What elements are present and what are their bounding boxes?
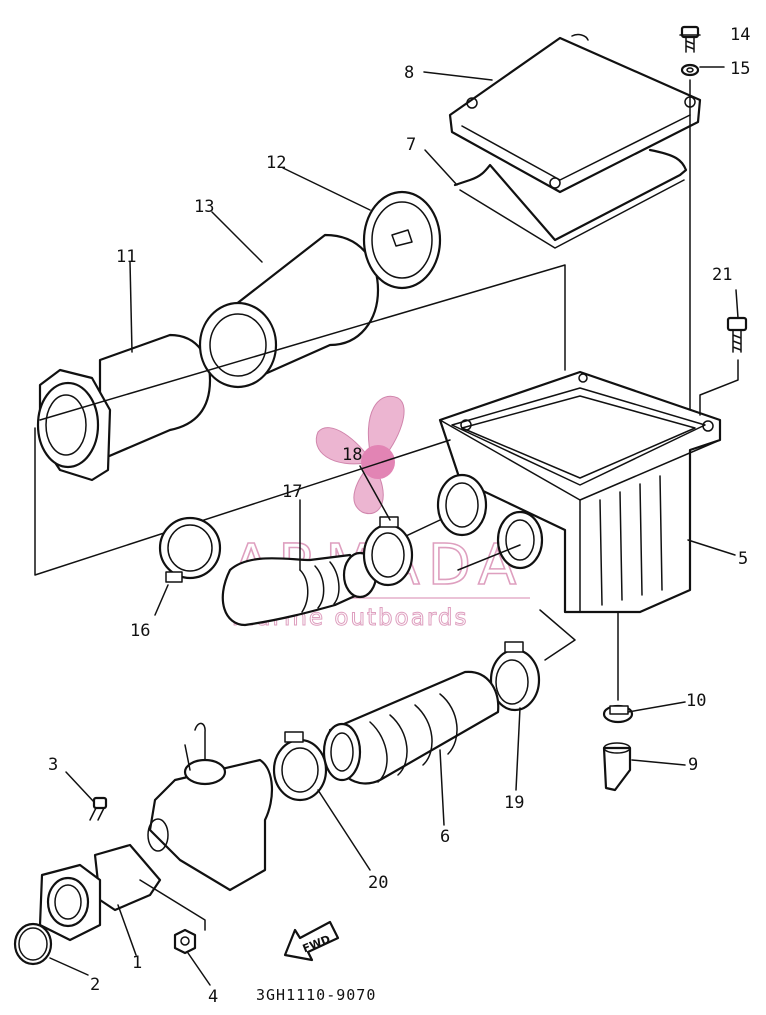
part-12-cap <box>362 190 442 290</box>
part-11-element-holder <box>36 333 212 482</box>
callout-5: 5 <box>738 549 748 569</box>
callout-8: 8 <box>404 63 414 83</box>
callout-1: 1 <box>132 953 142 973</box>
callout-21: 21 <box>712 265 732 285</box>
callout-13: 13 <box>194 197 214 217</box>
callout-17: 17 <box>282 482 302 502</box>
part-1-manifold <box>38 843 206 942</box>
carburetor <box>147 722 274 892</box>
callout-7: 7 <box>406 135 416 155</box>
part-3-bolt <box>89 796 108 821</box>
callout-16: 16 <box>130 621 150 641</box>
part-19-clamp <box>489 641 541 712</box>
callout-2: 2 <box>90 975 100 995</box>
part-6-duct <box>322 670 500 785</box>
callout-6: 6 <box>440 827 450 847</box>
callout-labels: 1 2 3 4 5 6 7 8 9 10 11 12 13 14 15 16 1… <box>48 25 750 1007</box>
callout-11: 11 <box>116 247 136 267</box>
part-15-washer <box>680 63 700 77</box>
part-8-cover <box>448 33 702 194</box>
callout-12: 12 <box>266 153 286 173</box>
part-9-drain-tube <box>602 742 632 792</box>
part-2-o-ring <box>13 922 53 966</box>
callout-3: 3 <box>48 755 58 775</box>
callout-20: 20 <box>368 873 388 893</box>
callout-9: 9 <box>688 755 698 775</box>
callout-4: 4 <box>208 987 218 1007</box>
callout-19: 19 <box>504 793 524 813</box>
callout-15: 15 <box>730 59 750 79</box>
drawing-code: 3GH1110-9070 <box>256 986 376 1004</box>
fwd-arrow-icon: FWD <box>283 920 340 962</box>
leader-lines <box>49 34 739 986</box>
callout-14: 14 <box>730 25 750 45</box>
part-14-screw <box>680 25 700 53</box>
propeller-logo-icon <box>315 395 405 515</box>
part-21-bolt <box>699 316 748 416</box>
callout-10: 10 <box>686 691 706 711</box>
part-20-clamp <box>272 731 328 802</box>
part-10-clip <box>602 704 634 724</box>
part-13-filter-element <box>198 233 380 389</box>
part-7-gasket <box>453 148 688 249</box>
assembly-guide-lines <box>34 264 619 701</box>
part-5-airbox <box>436 370 722 614</box>
part-18-clamp <box>362 516 414 587</box>
part-4-nut <box>173 928 197 955</box>
callout-18: 18 <box>342 445 362 465</box>
part-16-clamp <box>158 516 222 583</box>
